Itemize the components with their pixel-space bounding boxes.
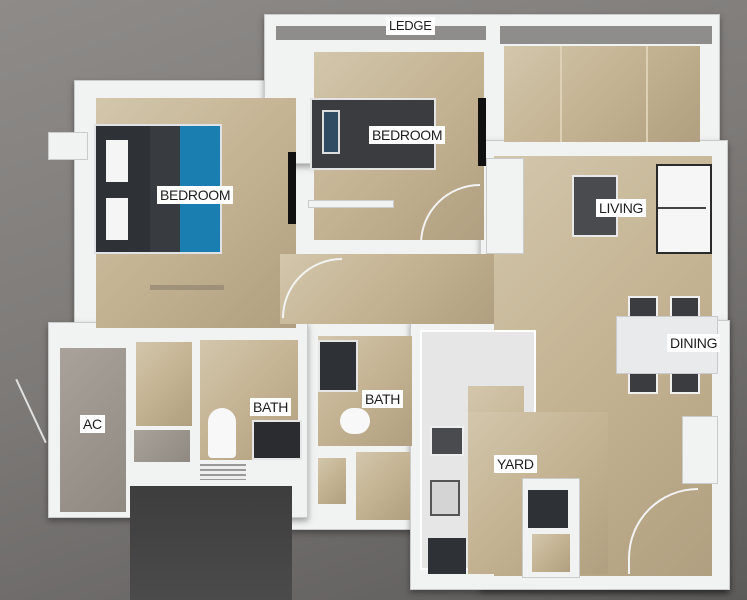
sink-icon	[430, 480, 460, 516]
dining-chair	[670, 296, 700, 318]
washer-slot	[532, 534, 570, 572]
vent-grille	[200, 464, 246, 480]
utility-closet	[356, 452, 410, 520]
pillow	[106, 198, 128, 240]
pillow	[106, 140, 128, 182]
ac-vent-line	[15, 378, 47, 444]
sofa	[656, 164, 712, 254]
dining-chair	[670, 372, 700, 394]
shower-icon	[318, 340, 358, 392]
sofa-seam	[658, 207, 706, 209]
balcony-stub	[48, 132, 88, 160]
utility-closet	[318, 458, 346, 504]
room-top-right	[504, 46, 700, 142]
wardrobe-living	[486, 158, 524, 254]
floor-seam	[646, 46, 648, 142]
stove-icon	[430, 426, 464, 456]
floor-seam	[560, 46, 562, 142]
vanity	[252, 420, 302, 460]
wardrobe-dark	[478, 98, 486, 166]
fridge-icon	[428, 538, 466, 574]
room-label-living: LIVING	[596, 199, 647, 217]
room-label-master-bedroom: BEDROOM	[157, 186, 234, 204]
room-label-bath-1: BATH	[250, 398, 292, 416]
floor-caption	[150, 285, 224, 290]
room-label-bath-2: BATH	[362, 390, 404, 408]
room-label-ledge: LEDGE	[386, 17, 435, 35]
sink-cabinet	[134, 430, 190, 462]
ledge-strip	[276, 26, 486, 40]
storage-closet	[136, 342, 192, 426]
washer-icon	[528, 490, 568, 528]
ledge-strip-right	[500, 26, 712, 44]
toilet-icon	[340, 408, 370, 434]
room-label-dining: DINING	[667, 334, 721, 352]
toilet-icon	[208, 408, 236, 458]
void	[130, 486, 292, 600]
wardrobe-dark	[288, 152, 296, 224]
room-label-ac: AC	[80, 415, 105, 433]
dining-chair	[628, 296, 658, 318]
closet-shelf	[308, 200, 394, 208]
room-label-yard: YARD	[494, 455, 537, 473]
pillow	[322, 110, 340, 154]
cabinet	[682, 416, 718, 484]
room-label-second-bedroom: BEDROOM	[369, 126, 446, 144]
dining-chair	[628, 372, 658, 394]
